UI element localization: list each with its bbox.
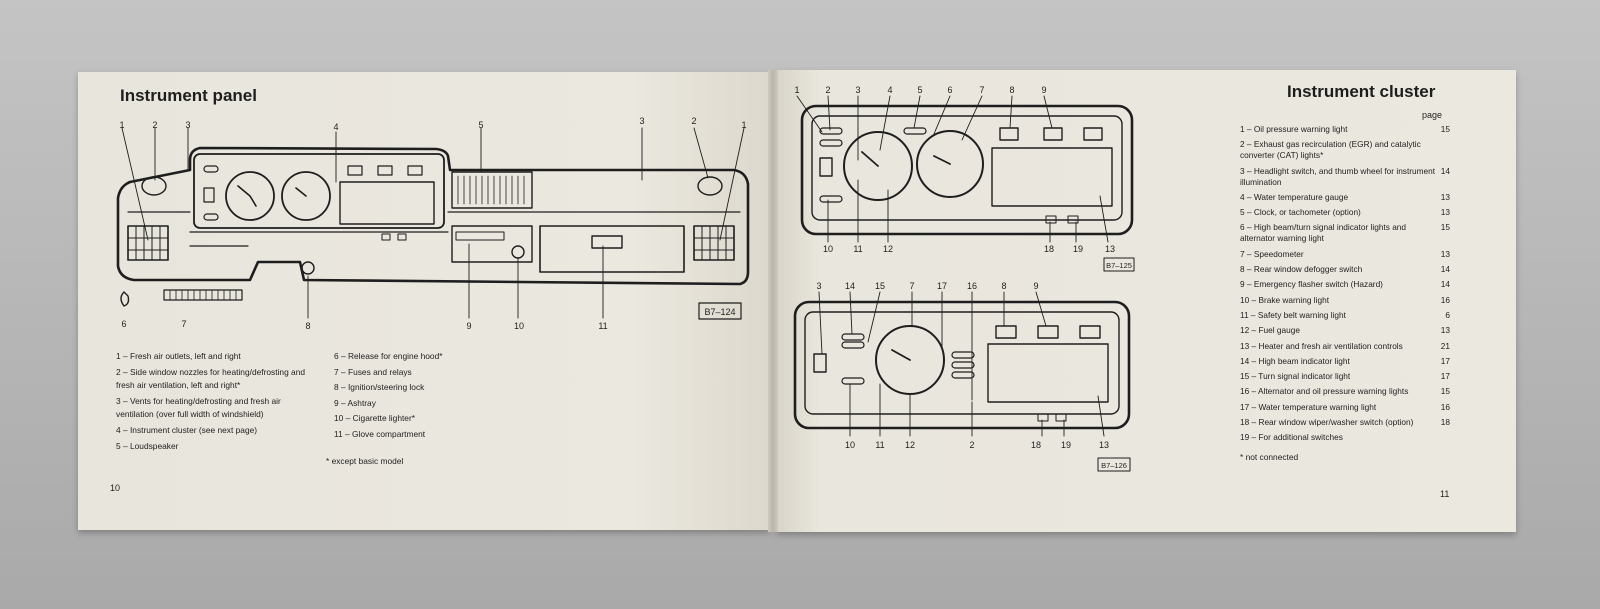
callout-label: 17 bbox=[937, 281, 947, 291]
callout-label: 8 bbox=[305, 321, 310, 331]
dashboard-drawing bbox=[116, 127, 750, 320]
callouts-cluster-2: 3 14 15 7 17 16 8 9 10 11 12 2 18 19 13 … bbox=[816, 281, 1126, 470]
legend-item: 9 – Ashtray bbox=[334, 397, 376, 408]
callout-label: 10 bbox=[845, 440, 855, 450]
callout-label: 18 bbox=[1031, 440, 1041, 450]
callout-label: 9 bbox=[1033, 281, 1038, 291]
callout-label: 11 bbox=[853, 244, 862, 254]
legend-item: 5 – Loudspeaker bbox=[116, 441, 179, 452]
legend-item: 3 – Headlight switch, and thumb wheel fo… bbox=[1240, 165, 1450, 187]
callout-label: 4 bbox=[333, 122, 338, 132]
legend-item: 4 – Instrument cluster (see next page) bbox=[116, 425, 258, 436]
callout-label: 1 bbox=[741, 120, 746, 130]
legend-item: 13 – Heater and fresh air ventilation co… bbox=[1240, 340, 1450, 351]
legend-item: 6 – Release for engine hood* bbox=[334, 351, 443, 361]
callout-label: 10 bbox=[823, 244, 833, 254]
callout-label: 16 bbox=[967, 281, 977, 291]
legend-item: 2 – Side window nozzles for heating/defr… bbox=[116, 367, 306, 390]
callout-label: 8 bbox=[1001, 281, 1006, 291]
legend-item: 10 – Cigarette lighter* bbox=[334, 413, 416, 423]
left-page-number: 10 bbox=[110, 483, 121, 493]
callout-label: 3 bbox=[639, 116, 644, 126]
right-page-title: Instrument cluster bbox=[1287, 82, 1436, 101]
callout-label: 10 bbox=[514, 321, 524, 331]
callout-label: 2 bbox=[691, 116, 696, 126]
legend-item: 8 – Ignition/steering lock bbox=[334, 382, 425, 392]
callout-label: 11 bbox=[875, 440, 884, 450]
callout-label: 4 bbox=[887, 85, 892, 95]
callout-label: 12 bbox=[883, 244, 893, 254]
callout-label: 9 bbox=[466, 321, 471, 331]
callout-label: 13 bbox=[1099, 440, 1109, 450]
callout-label: 14 bbox=[845, 281, 855, 291]
legend-item: 9 – Emergency flasher switch (Hazard)14 bbox=[1240, 279, 1450, 290]
callout-label: 2 bbox=[825, 85, 830, 95]
legend-item: 18 – Rear window wiper/washer switch (op… bbox=[1240, 417, 1450, 428]
book-gutter bbox=[768, 70, 778, 532]
legend-item: 1 – Fresh air outlets, left and right bbox=[116, 351, 241, 361]
callouts-left: 1 2 3 4 5 3 2 1 6 7 8 9 10 11 B7–124 bbox=[119, 116, 746, 331]
callout-label: 3 bbox=[816, 281, 821, 291]
legend-item: 11 – Glove compartment bbox=[334, 428, 426, 439]
callout-label: 2 bbox=[152, 120, 157, 130]
callout-label: 12 bbox=[905, 440, 915, 450]
callout-label: 5 bbox=[917, 85, 922, 95]
left-page-title: Instrument panel bbox=[120, 86, 257, 105]
figure-ref: B7–125 bbox=[1106, 261, 1132, 270]
callout-label: 18 bbox=[1044, 244, 1054, 254]
callout-label: 11 bbox=[598, 321, 607, 331]
callout-label: 5 bbox=[478, 120, 483, 130]
callout-label: 13 bbox=[1105, 244, 1115, 254]
callout-label: 1 bbox=[794, 85, 799, 95]
cluster-drawing-1 bbox=[796, 95, 1135, 272]
legend-item: 7 – Fuses and relays bbox=[334, 366, 412, 377]
callouts-cluster-1: 1 2 3 4 5 6 7 8 9 10 11 12 18 19 13 B7–1… bbox=[794, 85, 1131, 270]
callout-label: 9 bbox=[1041, 85, 1046, 95]
legend-item: 3 – Vents for heating/defrosting and fre… bbox=[116, 396, 281, 419]
callout-label: 3 bbox=[855, 85, 860, 95]
figure-ref: B7–126 bbox=[1101, 461, 1127, 470]
callout-label: 6 bbox=[947, 85, 952, 95]
callout-label: 1 bbox=[119, 120, 124, 130]
callout-label: 2 bbox=[969, 440, 974, 450]
callout-label: 7 bbox=[909, 281, 914, 291]
page-column-header: page bbox=[1422, 110, 1443, 120]
legend-item: 16 – Alternator and oil pressure warning… bbox=[1240, 386, 1450, 397]
callout-label: 7 bbox=[181, 319, 186, 329]
figure-ref: B7–124 bbox=[704, 307, 735, 317]
callout-label: 6 bbox=[121, 319, 126, 329]
left-legend-col1: 1 – Fresh air outlets, left and right 2 … bbox=[116, 350, 316, 453]
right-footnote: * not connected bbox=[1240, 452, 1299, 463]
callout-label: 15 bbox=[875, 281, 885, 291]
legend-item: 2 – Exhaust gas recirculation (EGR) and … bbox=[1240, 139, 1421, 161]
legend-item: 19 – For additional switches bbox=[1240, 432, 1343, 443]
callout-label: 7 bbox=[979, 85, 984, 95]
right-page-number: 11 bbox=[1440, 489, 1450, 499]
left-footnote: * except basic model bbox=[326, 456, 404, 466]
left-legend-col2: 6 – Release for engine hood* 7 – Fuses a… bbox=[334, 350, 494, 440]
legend-item: 6 – High beam/turn signal indicator ligh… bbox=[1240, 222, 1450, 244]
cluster-drawing-2 bbox=[793, 291, 1131, 472]
callout-label: 19 bbox=[1073, 244, 1083, 254]
legend-item: 5 – Clock, or tachometer (option)13 bbox=[1240, 207, 1450, 218]
callout-label: 8 bbox=[1009, 85, 1014, 95]
callout-label: 19 bbox=[1061, 440, 1071, 450]
callout-label: 3 bbox=[185, 120, 190, 130]
